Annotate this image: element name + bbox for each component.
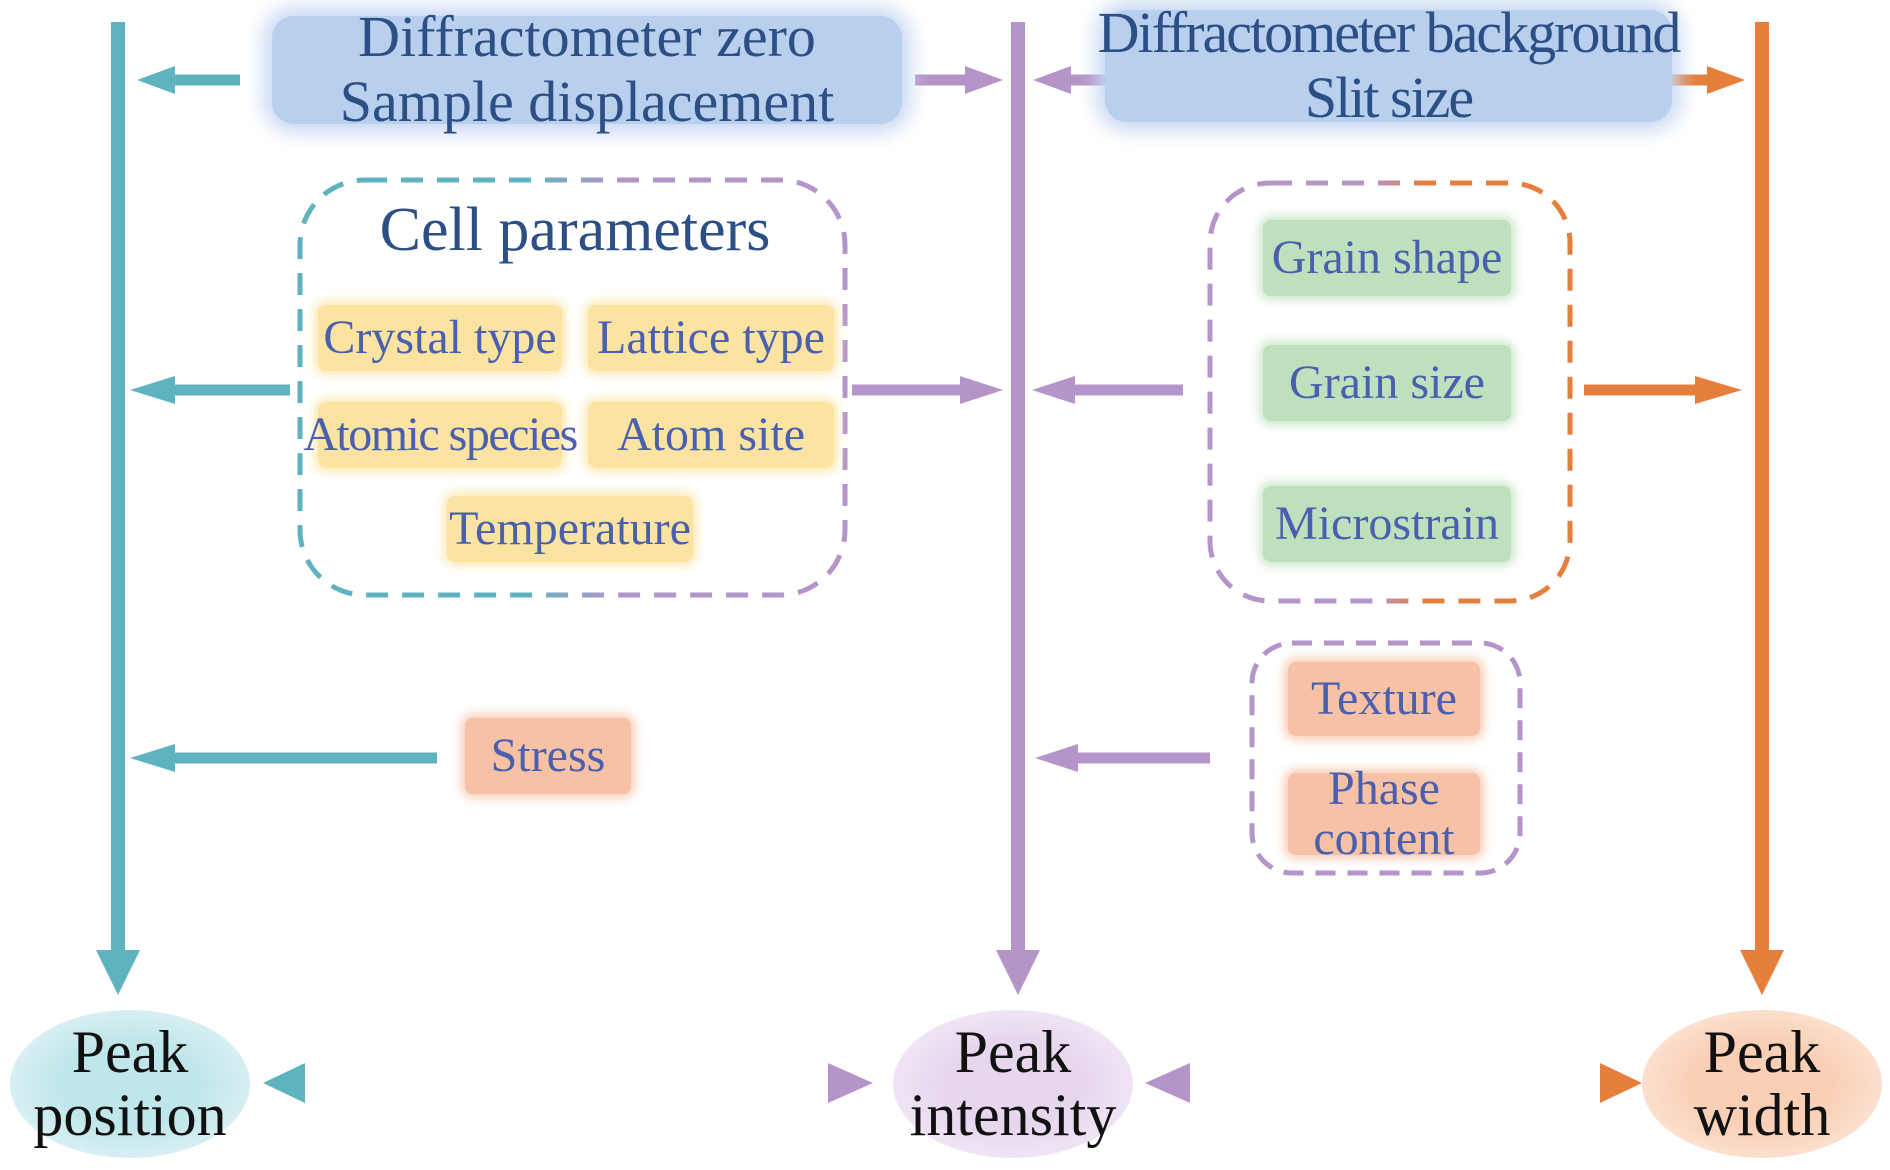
phase-label: Phase [1328, 761, 1440, 815]
microstructure-group-outline [1207, 180, 1573, 604]
arrow-stress-to-position [130, 744, 437, 772]
content-label: content [1313, 812, 1455, 865]
temperature-box: Temperature [447, 496, 693, 562]
peak-intensity-line2: intensity [909, 1082, 1117, 1148]
arrow-micro-to-width [1584, 376, 1742, 404]
grain-size-box: Grain size [1263, 345, 1511, 421]
diffractometer-zero-label: Diffractometer zero [358, 4, 816, 70]
position-trunk [96, 22, 140, 995]
atom-site-box: Atom site [588, 402, 834, 468]
arrow-texture-to-intensity [1035, 744, 1210, 772]
cell-parameters-group-outline [297, 177, 848, 598]
arrow-background-to-width [1672, 66, 1745, 94]
slit-size-label: Slit size [1304, 65, 1474, 130]
peak-position-line1: Peak [71, 1019, 189, 1085]
arrow-background-to-intensity [1033, 66, 1105, 94]
peak-position-node: Peak position [10, 1010, 250, 1158]
double-arrow-intensity-width [1145, 1063, 1642, 1103]
texture-group-outline [1249, 640, 1523, 876]
peak-position-line2: position [33, 1082, 227, 1148]
intensity-trunk [996, 22, 1040, 995]
peak-width-node: Peak width [1642, 1010, 1882, 1158]
arrow-zero-to-intensity [915, 66, 1003, 94]
peak-intensity-line1: Peak [954, 1019, 1072, 1085]
phase-content-box: Phase content [1288, 763, 1480, 864]
double-arrow-position-intensity [263, 1063, 873, 1103]
width-trunk [1740, 22, 1784, 995]
atomic-species-box: Atomic species [303, 402, 578, 468]
cell-parameters-title: Cell parameters [379, 196, 771, 264]
stress-box: Stress [465, 718, 631, 794]
peak-width-line2: width [1693, 1082, 1831, 1148]
peak-width-line1: Peak [1703, 1019, 1821, 1085]
sample-displacement-label: Sample displacement [339, 69, 835, 134]
texture-box: Texture [1288, 662, 1480, 736]
diffractometer-zero-box: Diffractometer zero Sample displacement [272, 4, 902, 134]
crystal-type-box: Crystal type [318, 305, 562, 371]
arrow-micro-to-intensity [1032, 376, 1183, 404]
arrow-zero-to-position [137, 66, 240, 94]
arrow-cell-to-intensity [852, 376, 1003, 404]
diffractometer-background-label: Diffractometer background [1097, 0, 1682, 66]
arrow-cell-to-position [130, 376, 290, 404]
grain-shape-box: Grain shape [1263, 220, 1511, 296]
lattice-type-box: Lattice type [588, 305, 834, 371]
diffractometer-background-box: Diffractometer background Slit size [1098, 0, 1682, 130]
microstrain-box: Microstrain [1263, 486, 1511, 562]
peak-intensity-node: Peak intensity [893, 1010, 1133, 1158]
